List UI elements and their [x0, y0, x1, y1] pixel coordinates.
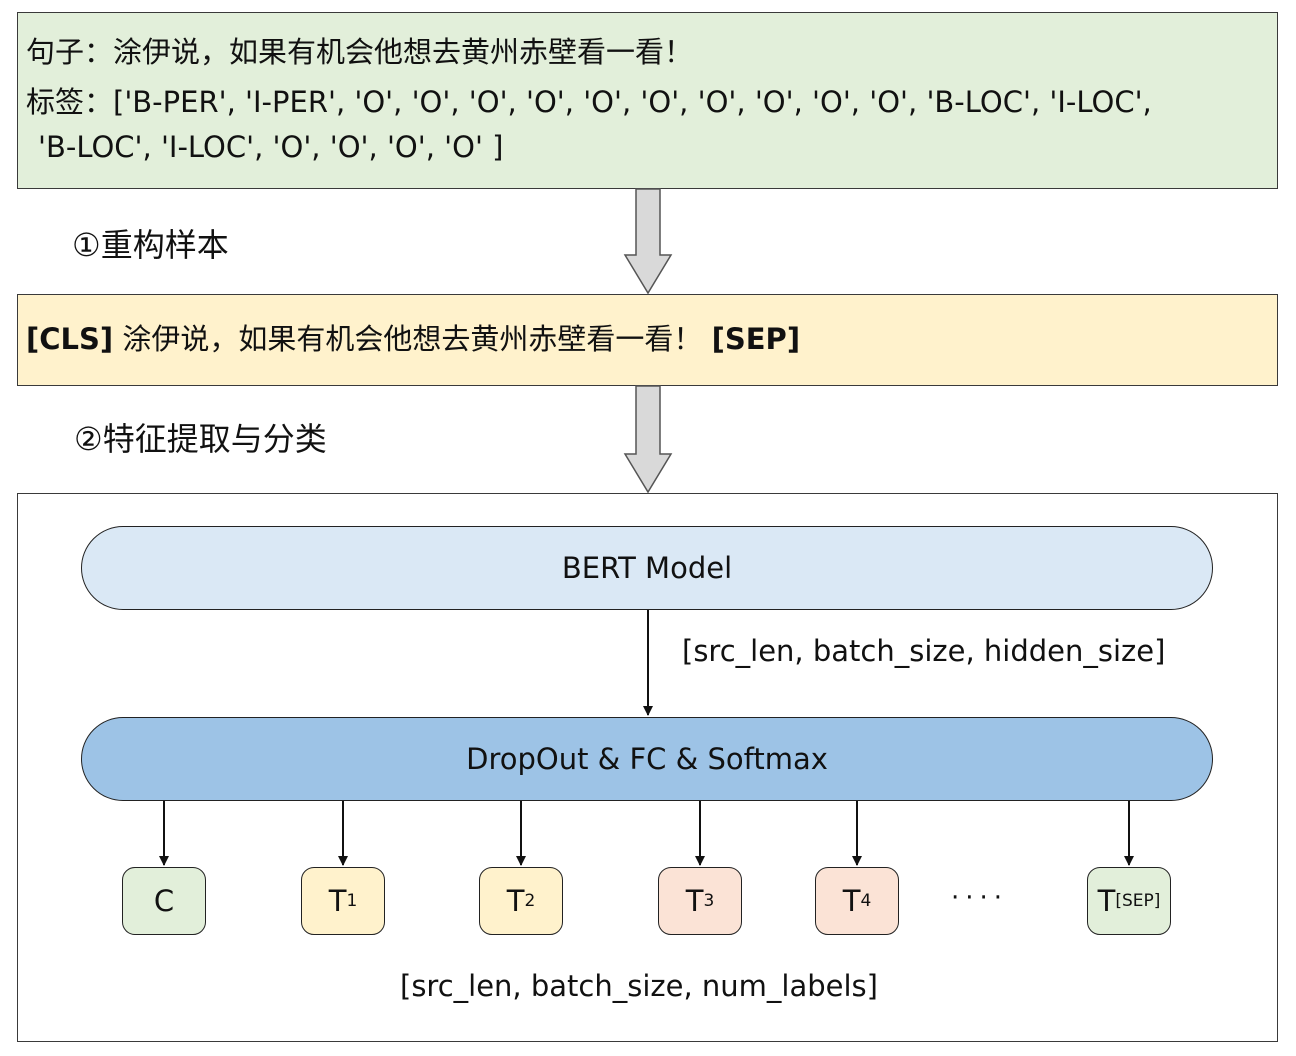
input-sample-box	[17, 12, 1278, 189]
output-node-subscript: 4	[860, 891, 872, 911]
flow-arrow-2	[623, 385, 673, 494]
output-node-label: T	[328, 884, 347, 918]
output-node-subscript: [SEP]	[1115, 891, 1161, 911]
labels-text-line-2: 'B-LOC', 'I-LOC', 'O', 'O', 'O', 'O' ]	[38, 130, 504, 164]
sentence-text: 句子：涂伊说，如果有机会他想去黄州赤壁看一看！	[26, 35, 694, 69]
cls-token: [CLS]	[26, 322, 114, 356]
output-node-label: T	[685, 884, 704, 918]
output-node-label: T	[1097, 884, 1116, 918]
reconstructed-sample-box	[17, 294, 1278, 386]
sep-token: [SEP]	[711, 322, 801, 356]
labels-text-line-1: 标签：['B-PER', 'I-PER', 'O', 'O', 'O', 'O'…	[26, 85, 1152, 119]
step-2-label: ②特征提取与分类	[74, 420, 327, 458]
bert-model-label: BERT Model	[561, 551, 733, 585]
output-node-c: C	[122, 867, 206, 935]
classifier-head-block: DropOut & FC & Softmax	[81, 717, 1213, 801]
output-node-label: T	[506, 884, 525, 918]
output-node-subscript: 3	[703, 891, 715, 911]
reconstructed-sample-text: [CLS] 涂伊说，如果有机会他想去黄州赤壁看一看！ [SEP]	[26, 325, 800, 354]
reconstructed-sentence: 涂伊说，如果有机会他想去黄州赤壁看一看！	[122, 322, 703, 356]
output-node-subscript: 2	[524, 891, 536, 911]
step-1-label: ①重构样本	[72, 226, 229, 264]
flow-arrow-1	[623, 188, 673, 295]
output-node-label: T	[842, 884, 861, 918]
output-node-subscript: 1	[346, 891, 358, 911]
bert-model-block: BERT Model	[81, 526, 1213, 610]
output-shape: [src_len, batch_size, num_labels]	[400, 969, 878, 1003]
output-node-tsep: T[SEP]	[1087, 867, 1171, 935]
ellipsis-dots: ····	[951, 883, 1009, 913]
bert-output-shape: [src_len, batch_size, hidden_size]	[682, 634, 1166, 668]
output-node-label: C	[153, 884, 175, 918]
classifier-head-label: DropOut & FC & Softmax	[466, 742, 828, 776]
